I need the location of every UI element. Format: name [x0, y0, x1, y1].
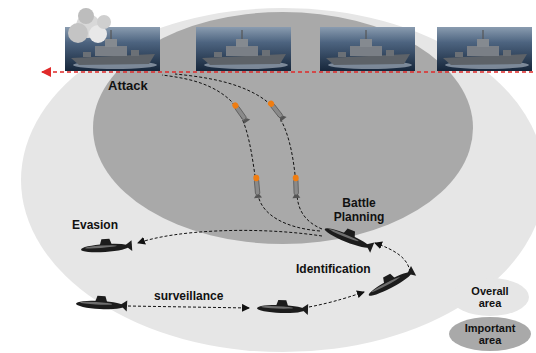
torpedo-path: [162, 75, 320, 231]
submarine: [76, 295, 128, 312]
ship-photo: [437, 27, 532, 71]
submarine: [257, 299, 308, 315]
surveillance-path: [128, 306, 249, 308]
submarine: [365, 263, 417, 299]
evasion-path: [138, 230, 322, 243]
legend-text: Important area: [459, 322, 521, 346]
legend-swatch: [449, 317, 531, 351]
ship-photo: [320, 27, 415, 71]
submarine: [323, 221, 376, 253]
stage-label: Attack: [108, 79, 148, 93]
ship-photo: [196, 27, 291, 71]
overall-area: [21, 8, 536, 352]
identification-path: [375, 243, 410, 272]
legend-item: Overall area: [450, 277, 530, 317]
legend-swatch: [451, 278, 529, 316]
torpedo: [252, 174, 262, 198]
torpedo: [292, 175, 301, 198]
stage-label: surveillance: [154, 289, 223, 303]
torpedo: [266, 99, 287, 122]
legend-item: Important area: [448, 316, 532, 352]
ship-photo: [65, 8, 160, 71]
track-path: [309, 292, 364, 307]
legend-text: Overall area: [459, 285, 521, 309]
torpedo-path: [175, 74, 322, 229]
torpedo: [230, 101, 250, 125]
stage-label: Identification: [296, 262, 371, 276]
stage-label: Battle Planning: [330, 196, 388, 224]
stage-label: Evasion: [72, 218, 118, 232]
ship-route: [42, 71, 533, 72]
submarine: [80, 237, 132, 255]
